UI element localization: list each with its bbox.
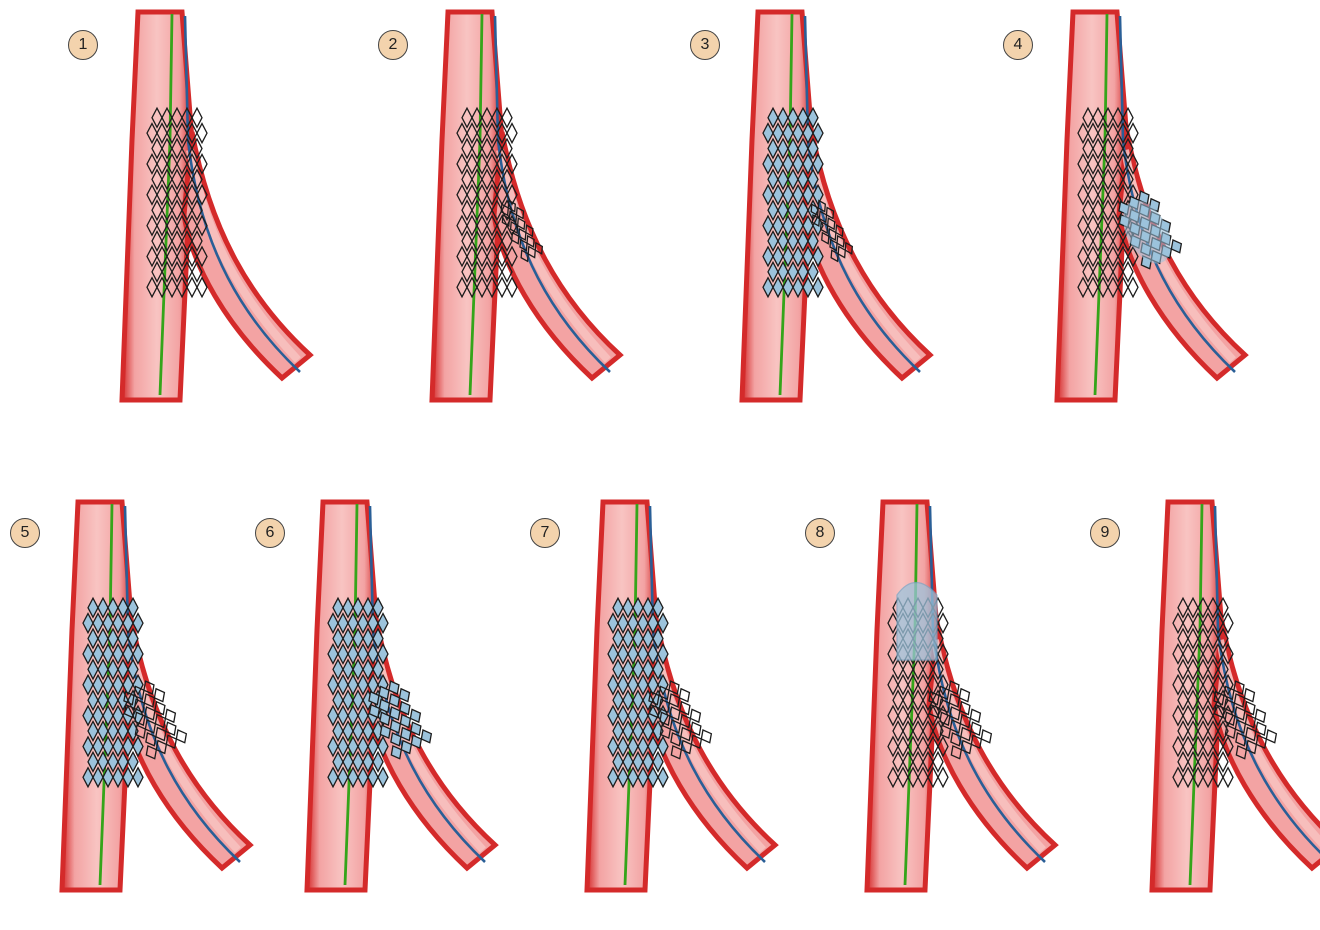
bifurcation-vessel-drawing xyxy=(20,0,350,440)
main-stent-strut xyxy=(197,124,207,143)
step-number-badge: 6 xyxy=(255,518,285,548)
bifurcation-vessel-drawing xyxy=(955,0,1285,440)
step-panel-9 xyxy=(1050,490,1320,930)
main-stent-strut xyxy=(497,278,507,297)
main-stent-strut xyxy=(938,768,948,787)
step-number-badge: 8 xyxy=(805,518,835,548)
step-number-badge: 3 xyxy=(690,30,720,60)
main-stent-strut xyxy=(192,108,202,127)
step-panel-8 xyxy=(765,490,1095,930)
step-number-badge: 9 xyxy=(1090,518,1120,548)
step-panel-1 xyxy=(20,0,350,440)
step-number-badge: 2 xyxy=(378,30,408,60)
step-panel-2 xyxy=(330,0,660,440)
step-number-badge: 7 xyxy=(530,518,560,548)
step-panel-4 xyxy=(955,0,1285,440)
main-stent-strut xyxy=(378,768,388,787)
step-number-badge: 5 xyxy=(10,518,40,548)
main-stent-strut xyxy=(813,278,823,297)
main-stent-strut xyxy=(1128,278,1138,297)
main-stent-strut xyxy=(133,768,143,787)
main-stent-strut xyxy=(507,124,517,143)
main-stent-strut xyxy=(187,278,197,297)
step-number-badge: 4 xyxy=(1003,30,1033,60)
vessel xyxy=(432,12,620,400)
main-stent-strut xyxy=(502,108,512,127)
bifurcation-vessel-drawing xyxy=(330,0,660,440)
vessel xyxy=(122,12,310,400)
proximal-balloon xyxy=(897,583,937,661)
bifurcation-vessel-drawing xyxy=(765,490,1095,930)
step-panel-3 xyxy=(640,0,970,440)
main-stent-strut xyxy=(658,768,668,787)
step-number-badge: 1 xyxy=(68,30,98,60)
bifurcation-vessel-drawing xyxy=(1050,490,1320,930)
main-stent-strut xyxy=(1223,768,1233,787)
bifurcation-vessel-drawing xyxy=(640,0,970,440)
